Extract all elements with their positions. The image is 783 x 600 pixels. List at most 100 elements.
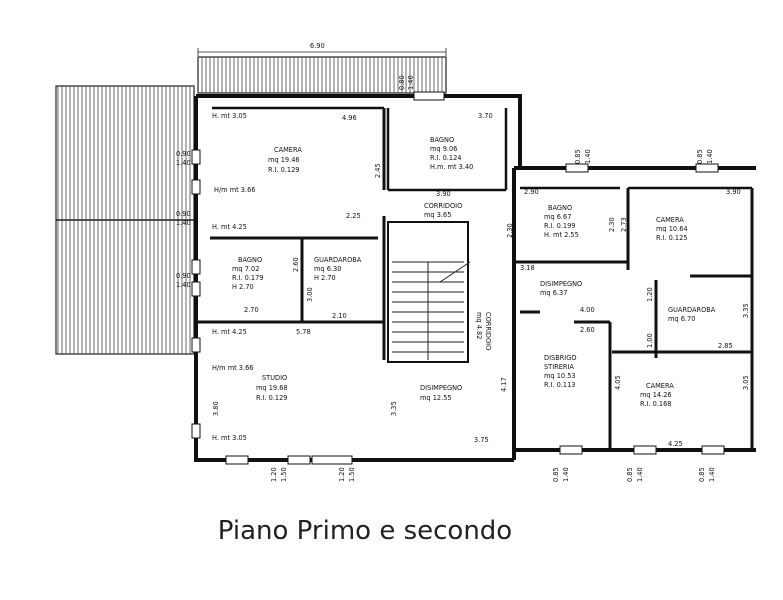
- svg-text:DISBRIGO: DISBRIGO: [544, 354, 577, 362]
- svg-text:CORRIDOIO: CORRIDOIO: [424, 202, 462, 210]
- room-bagno-2: BAGNO mq 7.02 R.I. 0.179 H 2.70: [232, 256, 263, 291]
- dim-label: 3.90: [436, 190, 451, 198]
- top-dimension: 6.90: [310, 42, 325, 50]
- svg-text:H 2.70: H 2.70: [314, 274, 336, 282]
- dim-label: 4.25: [668, 440, 683, 448]
- dimension-labels: 4.96 3.70 2.45 3.90 2.25 2.70 2.10 2.60 …: [212, 112, 750, 448]
- dim-label: 2.45: [374, 163, 382, 178]
- window-label: 0.85: [696, 149, 704, 164]
- window-label: 1.40: [636, 467, 644, 482]
- dim-label: 3.18: [520, 264, 535, 272]
- walls: [194, 94, 756, 462]
- dim-label: 2.25: [346, 212, 361, 220]
- room-guardaroba-2: GUARDAROBA mq 6.70: [668, 306, 716, 323]
- dim-label: 2.73: [620, 217, 628, 232]
- dim-label: 4.17: [500, 377, 508, 392]
- svg-text:GUARDAROBA: GUARDAROBA: [314, 256, 362, 264]
- height-note: H/m mt 3.66: [214, 186, 256, 194]
- svg-text:mq 6.70: mq 6.70: [668, 315, 695, 323]
- svg-text:STIRERIA: STIRERIA: [544, 363, 574, 371]
- svg-text:R.I. 0.124: R.I. 0.124: [430, 154, 461, 162]
- dim-label: 2.60: [292, 257, 300, 272]
- svg-text:CAMERA: CAMERA: [646, 382, 674, 390]
- svg-text:mq 7.02: mq 7.02: [232, 265, 259, 273]
- dim-label: 4.00: [580, 306, 595, 314]
- dim-label: 1.00: [646, 333, 654, 348]
- height-note: H. mt 3.05: [212, 434, 247, 442]
- svg-text:mq 19.68: mq 19.68: [256, 384, 288, 392]
- dim-label: 3.35: [742, 303, 750, 318]
- svg-text:mq 12.55: mq 12.55: [420, 394, 452, 402]
- dim-label: 3.90: [726, 188, 741, 196]
- window-label: 1.40: [176, 219, 191, 227]
- svg-text:R.I. 0.129: R.I. 0.129: [256, 394, 287, 402]
- dim-label: 3.75: [474, 436, 489, 444]
- svg-text:mq 6.30: mq 6.30: [314, 265, 341, 273]
- svg-text:R.I. 0.129: R.I. 0.129: [268, 166, 299, 174]
- window-label: 1.40: [176, 281, 191, 289]
- window-label: 0.90: [176, 150, 191, 158]
- window-label: 1.40: [708, 467, 716, 482]
- window-label: 1.40: [407, 75, 415, 90]
- plan-caption: Piano Primo e secondo: [217, 516, 513, 546]
- window-label: 1.50: [280, 467, 288, 482]
- dim-label: 3.05: [742, 375, 750, 390]
- room-corridoio-1: CORRIDOIO mq 3.65: [424, 202, 462, 219]
- svg-text:DISIMPEGNO: DISIMPEGNO: [420, 384, 462, 392]
- room-camera-2: CAMERA mq 10.64 R.I. 0.125: [656, 216, 688, 242]
- window-label: 1.50: [348, 467, 356, 482]
- dim-label: 2.30: [506, 223, 514, 238]
- svg-text:DISIMPEGNO: DISIMPEGNO: [540, 280, 582, 288]
- height-note: H. mt 3.05: [212, 112, 247, 120]
- staircase: [392, 261, 471, 360]
- svg-text:CAMERA: CAMERA: [274, 146, 302, 154]
- svg-text:GUARDAROBA: GUARDAROBA: [668, 306, 716, 314]
- svg-text:mq 6.67: mq 6.67: [544, 213, 571, 221]
- dim-label: 3.70: [478, 112, 493, 120]
- dim-label: 4.05: [614, 375, 622, 390]
- room-bagno-3: BAGNO mq 6.67 R.I. 0.199 H. mt 2.55: [544, 204, 579, 239]
- svg-text:BAGNO: BAGNO: [430, 136, 454, 144]
- svg-text:mq 9.06: mq 9.06: [430, 145, 457, 153]
- window-label: 0.80: [398, 75, 406, 90]
- height-note: H. mt 4.25: [212, 223, 247, 231]
- dim-label: 2.85: [718, 342, 733, 350]
- dim-label: 5.78: [296, 328, 311, 336]
- svg-text:mq 10.64: mq 10.64: [656, 225, 688, 233]
- svg-text:BAGNO: BAGNO: [548, 204, 572, 212]
- dim-label: 4.96: [342, 114, 357, 122]
- dim-label: 2.60: [580, 326, 595, 334]
- svg-text:CORRIDOIO: CORRIDOIO: [484, 312, 492, 350]
- room-studio: STUDIO mq 19.68 R.I. 0.129: [256, 374, 288, 402]
- window-label: 0.85: [552, 467, 560, 482]
- window-label: 0.85: [698, 467, 706, 482]
- window-label: 0.85: [626, 467, 634, 482]
- dim-label: 1.20: [646, 287, 654, 302]
- room-bagno-1: BAGNO mq 9.06 R.I. 0.124 H.m. mt 3.40: [430, 136, 473, 171]
- dim-label: 3.00: [306, 287, 314, 302]
- room-camera-1: CAMERA mq 19.46 R.I. 0.129: [268, 146, 302, 174]
- dim-label: 2.30: [608, 217, 616, 232]
- svg-text:H.m. mt 3.40: H.m. mt 3.40: [430, 163, 473, 171]
- svg-text:mq 6.37: mq 6.37: [540, 289, 567, 297]
- dim-label: 3.35: [390, 401, 398, 416]
- svg-text:mq 10.53: mq 10.53: [544, 372, 576, 380]
- room-disbrigo: DISBRIGO STIRERIA mq 10.53 R.I. 0.113: [544, 354, 577, 389]
- svg-text:mq 3.65: mq 3.65: [424, 211, 451, 219]
- window-label: 0.85: [574, 149, 582, 164]
- svg-text:STUDIO: STUDIO: [262, 374, 287, 382]
- svg-text:R.I. 0.168: R.I. 0.168: [640, 400, 671, 408]
- height-note: H/m mt 3.66: [212, 364, 254, 372]
- svg-text:H 2.70: H 2.70: [232, 283, 254, 291]
- window-label: 1.20: [338, 467, 346, 482]
- window-label: 1.40: [706, 149, 714, 164]
- top-dimension-line: [197, 48, 447, 56]
- room-guardaroba-1: GUARDAROBA mq 6.30 H 2.70: [314, 256, 362, 282]
- svg-text:R.I. 0.179: R.I. 0.179: [232, 274, 263, 282]
- window-label: 1.40: [176, 159, 191, 167]
- window-label: 0.90: [176, 210, 191, 218]
- svg-text:mq 19.46: mq 19.46: [268, 156, 300, 164]
- svg-text:R.I. 0.113: R.I. 0.113: [544, 381, 575, 389]
- window-labels: 0.90 1.40 0.90 1.40 0.90 1.40 0.80 1.40 …: [176, 75, 716, 482]
